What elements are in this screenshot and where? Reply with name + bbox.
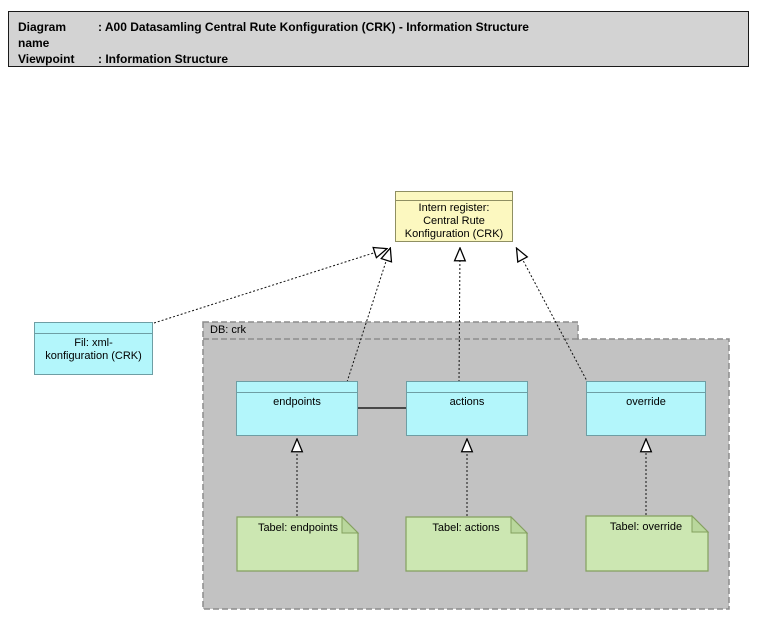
group-db-crk-label: DB: crk <box>210 324 247 336</box>
note-tabel-override-shape[interactable] <box>585 514 710 572</box>
node-override[interactable]: override <box>586 381 706 436</box>
note-tabel-endpoints-label: Tabel: endpoints <box>257 522 339 534</box>
viewpoint-value: : Information Structure <box>98 52 229 66</box>
realization-fil-to-intern-register[interactable] <box>153 249 386 324</box>
object-top-strip <box>237 382 357 393</box>
object-top-strip <box>35 323 152 334</box>
node-fil-xml-konfiguration[interactable]: Fil: xml- konfiguration (CRK) <box>34 322 153 375</box>
note-tabel-override-label: Tabel: override <box>609 521 683 533</box>
diagram-name-value: : A00 Datasamling Central Rute Konfigura… <box>98 20 529 34</box>
object-top-strip <box>396 192 512 201</box>
node-endpoints[interactable]: endpoints <box>236 381 358 436</box>
title-row-diagram-name: Diagram name : A00 Datasamling Central R… <box>18 19 739 51</box>
title-row-viewpoint: Viewpoint : Information Structure <box>18 51 739 67</box>
node-intern-register-label: Intern register: Central Rute Konfigurat… <box>404 202 504 240</box>
diagram-name-label: Diagram name <box>18 20 67 50</box>
note-tabel-endpoints-shape[interactable] <box>236 515 360 572</box>
note-tabel-actions-label: Tabel: actions <box>432 522 500 534</box>
realization-override-to-intern-register[interactable] <box>517 249 589 384</box>
realization-endpoints-to-intern-register[interactable] <box>346 249 390 383</box>
object-top-strip <box>587 382 705 393</box>
node-actions-label: actions <box>449 396 485 408</box>
diagram-title-bar: Diagram name : A00 Datasamling Central R… <box>8 11 749 67</box>
note-tabel-actions-shape[interactable] <box>405 515 529 572</box>
node-actions[interactable]: actions <box>406 381 528 436</box>
node-fil-xml-label: Fil: xml- konfiguration (CRK) <box>45 337 142 362</box>
node-endpoints-label: endpoints <box>273 396 321 408</box>
node-intern-register[interactable]: Intern register: Central Rute Konfigurat… <box>395 191 513 242</box>
node-override-label: override <box>626 396 666 408</box>
viewpoint-label: Viewpoint <box>18 52 75 66</box>
object-top-strip <box>407 382 527 393</box>
